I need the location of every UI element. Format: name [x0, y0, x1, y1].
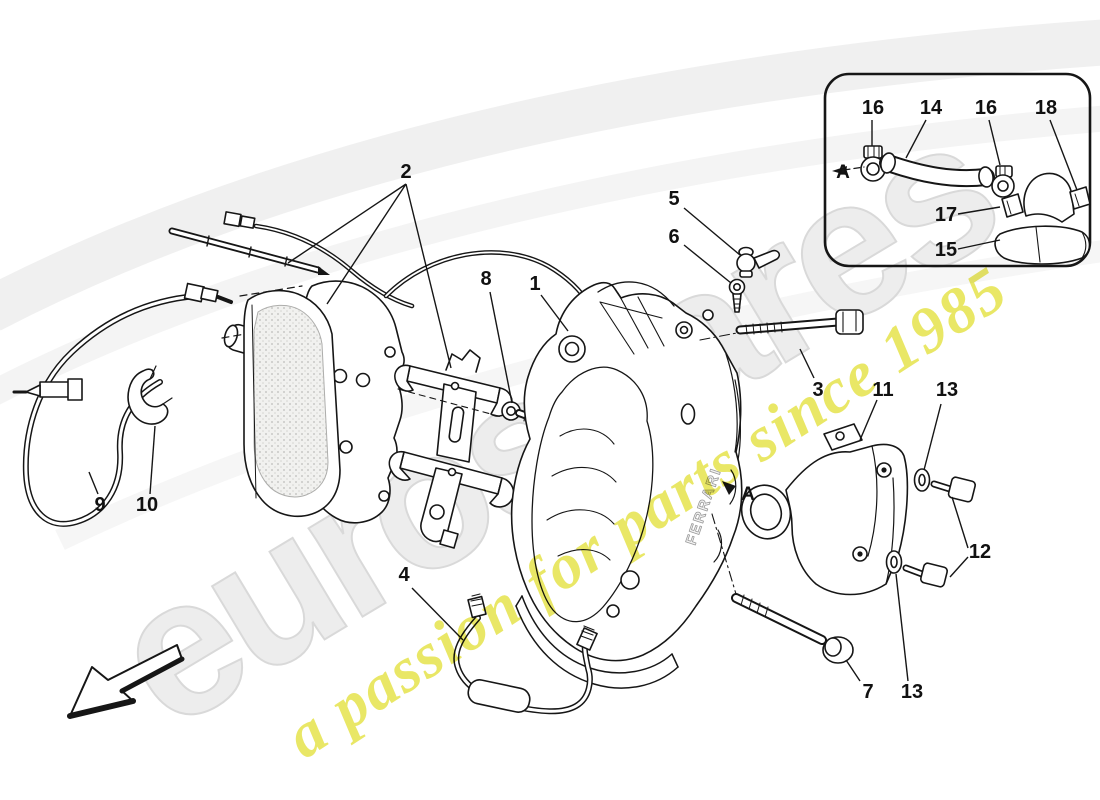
bleed-valve [736, 246, 780, 278]
view-label-main: A [741, 484, 755, 505]
duct-inlet [994, 172, 1091, 265]
callout-14: 14 [920, 97, 943, 119]
air-duct [711, 423, 909, 596]
cooling-hose [879, 152, 995, 188]
callout-16a: 16 [862, 97, 884, 119]
callout-17: 17 [935, 204, 957, 226]
callout-9: 9 [94, 494, 105, 516]
leader-lines [88, 119, 1078, 682]
view-arrow-icon [722, 481, 736, 495]
callout-7: 7 [862, 681, 873, 703]
brake-hose [453, 593, 598, 715]
callout-8: 8 [480, 268, 491, 290]
brake-caliper: FERRARI [510, 281, 743, 689]
callout-1: 1 [529, 273, 540, 295]
brake-pads [243, 280, 405, 524]
callout-4: 4 [398, 564, 410, 586]
callout-13b: 13 [901, 681, 923, 703]
duct-washers-bolts [885, 468, 977, 588]
callout-5: 5 [668, 188, 679, 210]
direction-arrow [67, 644, 185, 719]
callout-12: 12 [969, 541, 991, 563]
callout-11: 11 [872, 379, 893, 401]
inset-arrow-icon [832, 166, 847, 175]
callout-13a: 13 [936, 379, 958, 401]
caliper-bolt-upper [699, 309, 864, 341]
brake-pipe [12, 282, 233, 527]
callout-18: 18 [1035, 97, 1057, 119]
callouts: 1 2 3 4 5 6 7 8 9 10 11 12 13 13 14 15 1… [94, 97, 1057, 703]
callout-6: 6 [668, 226, 679, 248]
callout-10: 10 [136, 494, 158, 516]
pipe-clip [127, 365, 173, 425]
inset-box [823, 72, 1092, 268]
view-label-inset: A [836, 162, 850, 183]
retaining-clip-17 [1001, 193, 1024, 218]
hose-clamp-right [991, 165, 1015, 198]
caliper-bolt-lower [731, 593, 854, 664]
retaining-clip-18 [1069, 186, 1091, 210]
callout-2: 2 [400, 161, 411, 183]
callout-3: 3 [812, 379, 823, 401]
bleed-screw [728, 278, 746, 313]
callout-16b: 16 [975, 97, 997, 119]
callout-15: 15 [935, 239, 957, 261]
